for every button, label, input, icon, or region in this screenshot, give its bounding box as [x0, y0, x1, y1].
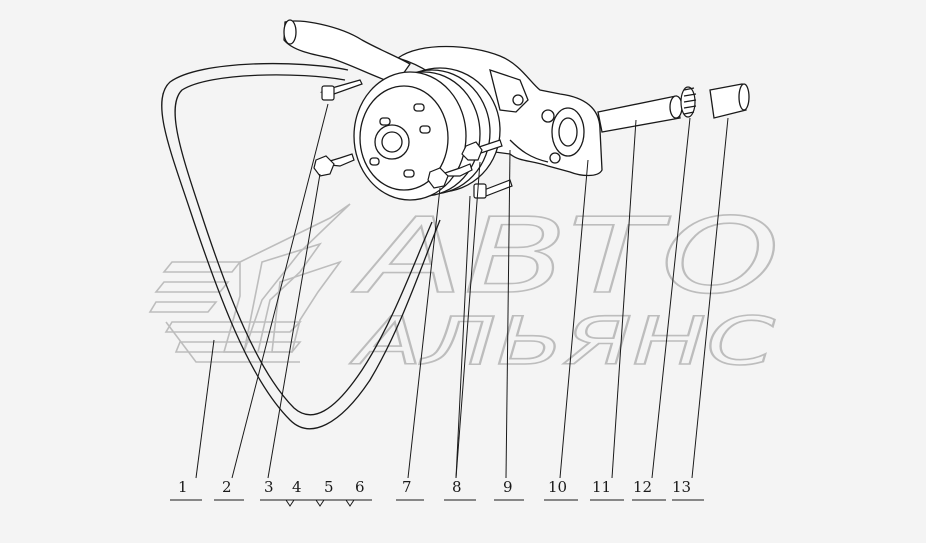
callout-label-5: 5 — [324, 478, 334, 496]
label-underlines — [170, 499, 704, 507]
callout-label-11: 11 — [592, 478, 612, 496]
callout-label-8: 8 — [452, 478, 462, 496]
callout-label-6: 6 — [355, 478, 365, 496]
callout-label-10: 10 — [548, 478, 568, 496]
watermark-line2: АЛЬЯНС — [349, 303, 775, 380]
pump-pulley — [353, 67, 501, 201]
watermark-line1: АВТО — [351, 195, 780, 317]
callout-label-9: 9 — [503, 478, 513, 496]
clamp-ring — [680, 86, 697, 118]
bolts — [313, 79, 513, 199]
callout-label-13: 13 — [672, 478, 692, 496]
outlet-tube — [597, 95, 683, 133]
drive-belt — [161, 62, 441, 430]
callout-label-1: 1 — [178, 478, 188, 496]
watermark-text: АВТО АЛЬЯНС — [348, 194, 781, 381]
inlet-pipe — [283, 19, 411, 85]
callout-label-7: 7 — [402, 478, 412, 496]
callout-label-3: 3 — [264, 478, 274, 496]
leader-lines — [195, 103, 729, 479]
watermark-logo — [148, 203, 351, 363]
callout-label-12: 12 — [633, 478, 653, 496]
callout-label-4: 4 — [292, 478, 302, 496]
callout-label-2: 2 — [222, 478, 232, 496]
hose-sleeve — [709, 83, 750, 119]
